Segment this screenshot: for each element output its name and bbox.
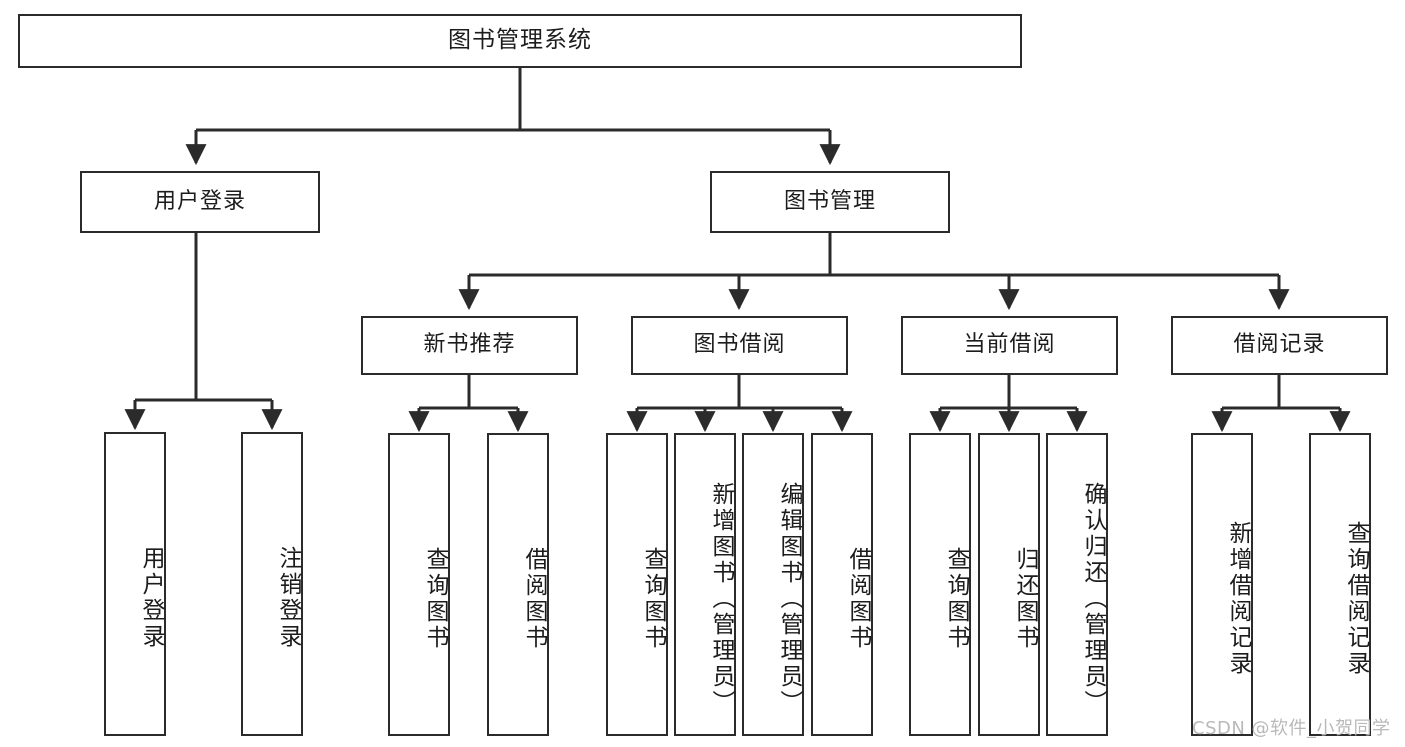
leaf-confirm-return-admin[interactable]: 确认归还（管理员） — [1046, 433, 1108, 736]
node-current-borrow[interactable]: 当前借阅 — [901, 316, 1118, 375]
leaf-borrow-book[interactable]: 借阅图书 — [811, 433, 873, 736]
leaf-return-book[interactable]: 归还图书 — [978, 433, 1040, 736]
node-user-login[interactable]: 用户登录 — [80, 171, 320, 233]
node-label: 借阅图书 — [521, 546, 547, 651]
node-label: 查询图书 — [422, 546, 448, 651]
node-label: 图书管理 — [783, 188, 876, 214]
leaf-user-login[interactable]: 用户登录 — [104, 432, 166, 736]
leaf-query-book-recommend[interactable]: 查询图书 — [388, 433, 450, 736]
node-new-book-recommend[interactable]: 新书推荐 — [361, 316, 578, 375]
node-book-borrow[interactable]: 图书借阅 — [631, 316, 848, 375]
node-label: 新书推荐 — [423, 332, 516, 358]
node-book-management[interactable]: 图书管理 — [710, 171, 950, 233]
leaf-add-book-admin[interactable]: 新增图书（管理员） — [674, 433, 736, 736]
leaf-borrow-book-recommend[interactable]: 借阅图书 — [487, 433, 549, 736]
leaf-edit-book-admin[interactable]: 编辑图书（管理员） — [742, 433, 804, 736]
node-label: 注销登录 — [275, 546, 301, 650]
leaf-add-borrow-record[interactable]: 新增借阅记录 — [1191, 433, 1253, 736]
node-label: 借阅记录 — [1233, 332, 1326, 358]
node-borrow-record[interactable]: 借阅记录 — [1171, 316, 1388, 375]
node-label: 新增借阅记录 — [1225, 520, 1251, 677]
node-label: 编辑图书（管理员） — [776, 481, 802, 716]
node-label: 图书管理系统 — [448, 27, 592, 54]
node-label: 归还图书 — [1012, 546, 1038, 651]
node-label: 当前借阅 — [963, 332, 1056, 358]
csdn-watermark: CSDN @软件_小贺同学 — [1192, 718, 1391, 739]
leaf-query-borrow-record[interactable]: 查询借阅记录 — [1309, 433, 1371, 736]
node-label: 用户登录 — [153, 188, 246, 214]
leaf-query-book-borrow[interactable]: 查询图书 — [606, 433, 668, 736]
leaf-query-book-current[interactable]: 查询图书 — [909, 433, 971, 736]
node-label: 查询图书 — [640, 546, 666, 651]
node-label: 图书借阅 — [693, 332, 786, 358]
node-root-book-management-system[interactable]: 图书管理系统 — [18, 14, 1022, 68]
node-label: 借阅图书 — [845, 546, 871, 651]
node-label: 新增图书（管理员） — [708, 481, 734, 716]
node-label: 查询借阅记录 — [1343, 520, 1369, 677]
node-label: 用户登录 — [138, 546, 164, 650]
node-label: 确认归还（管理员） — [1080, 481, 1106, 716]
leaf-logout[interactable]: 注销登录 — [241, 432, 303, 736]
node-label: 查询图书 — [943, 546, 969, 651]
